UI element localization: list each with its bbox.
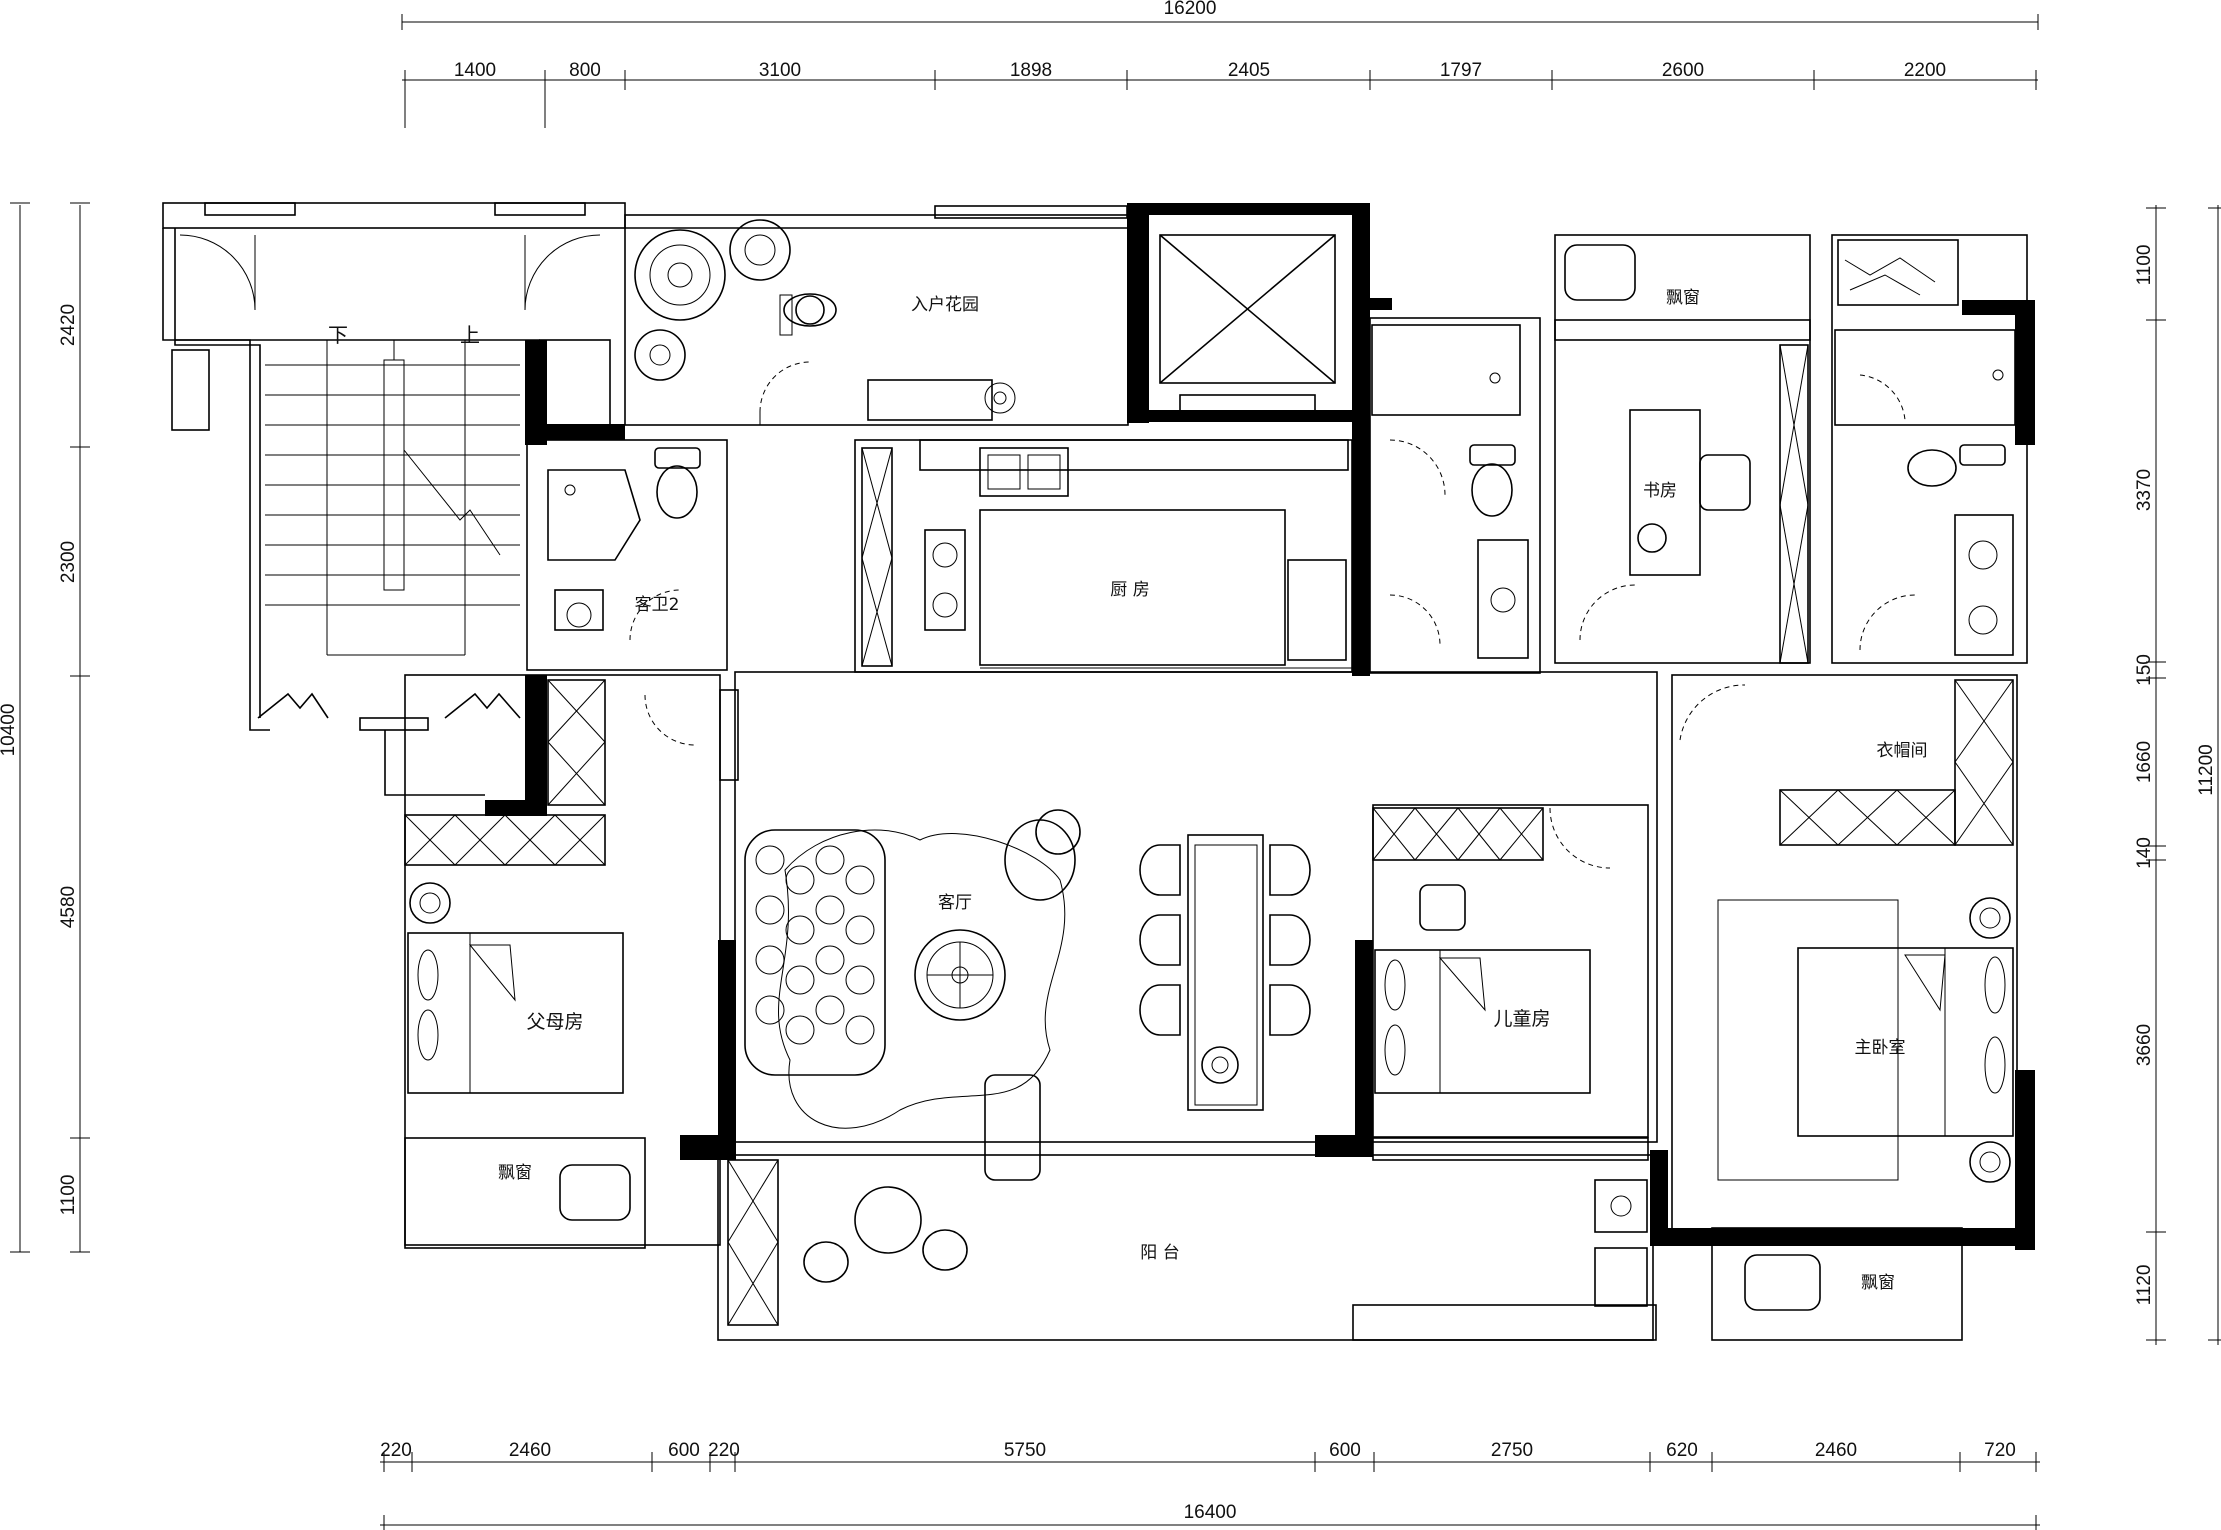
person-icon [779, 293, 837, 336]
stairwell [162, 202, 626, 796]
kitchen [854, 439, 1353, 673]
balcony [717, 1154, 1657, 1341]
right-total-dimension: 11200 [2196, 744, 2217, 795]
master-suite [1671, 674, 2018, 1341]
right-dim-2: 3370 [2134, 469, 2155, 511]
bottom-dim-2: 2460 [509, 1440, 551, 1461]
elevator-icon [1159, 234, 1336, 414]
bottom-dim-1: 220 [380, 1440, 412, 1461]
toilet-icon [1469, 444, 1516, 517]
right-dim-5: 140 [2134, 837, 2155, 869]
walls [485, 203, 2035, 1250]
bottom-total-dimension: 16400 [1184, 1502, 1237, 1523]
top-dim-1: 1400 [454, 60, 496, 81]
sink-icon [1477, 539, 1529, 659]
chair-icon [1419, 884, 1466, 931]
living-room [644, 671, 1658, 1181]
chair-icon [984, 1074, 1041, 1181]
left-dim-2: 2300 [58, 541, 79, 583]
plant-icon [984, 382, 1016, 414]
children-room-label: 儿童房 [1493, 1008, 1550, 1030]
top-dim-4: 1898 [1010, 60, 1052, 81]
bottom-dim-5: 5750 [1004, 1440, 1046, 1461]
right-dim-4: 1660 [2134, 741, 2155, 783]
right-dim-7: 1120 [2134, 1265, 2155, 1306]
stair-down-label: 下 [328, 323, 348, 347]
entry-garden-label: 入户花园 [911, 295, 979, 315]
right-dimension-lines [2146, 205, 2221, 1345]
sink-icon [554, 589, 604, 631]
left-dim-1: 2420 [58, 304, 79, 346]
top-total-dimension: 16200 [1164, 0, 1217, 19]
right-dim-3: 150 [2134, 654, 2155, 686]
cushion-icon [559, 1164, 631, 1221]
kitchen-label: 厨 房 [1110, 580, 1149, 600]
bottom-dim-6: 600 [1329, 1440, 1361, 1461]
study-label: 书房 [1643, 481, 1677, 501]
cushion-icon [1564, 244, 1636, 301]
children-room [1372, 804, 1649, 1161]
bed-icon [1374, 949, 1591, 1094]
guest-bathroom [526, 439, 728, 671]
tree-icon [634, 219, 791, 381]
master-bay-window-label: 飘窗 [1861, 1273, 1895, 1293]
top-dim-7: 2600 [1662, 60, 1704, 81]
guest-bath-label: 客卫2 [635, 595, 680, 615]
sofa-icon [744, 829, 886, 1076]
top-dim-6: 1797 [1440, 60, 1482, 81]
coffee-table-icon [914, 929, 1006, 1021]
top-dim-8: 2200 [1904, 60, 1946, 81]
parents-bay-window-label: 飘窗 [498, 1163, 532, 1183]
sink-icon [987, 454, 1061, 490]
balcony-label: 阳 台 [1140, 1243, 1179, 1263]
bottom-dim-4: 220 [708, 1440, 740, 1461]
top-dim-5: 2405 [1228, 60, 1270, 81]
stair-up-label: 上 [460, 323, 480, 347]
bottom-dim-7: 2750 [1491, 1440, 1533, 1461]
left-total-dimension: 10400 [0, 704, 19, 757]
bottom-dim-3: 600 [668, 1440, 700, 1461]
bed-icon [1797, 947, 2014, 1137]
study-bay-window-label: 飘窗 [1666, 288, 1700, 308]
top-dim-3: 3100 [759, 60, 801, 81]
chair-icon [1699, 454, 1751, 511]
study [1554, 234, 1811, 664]
cloakroom-label: 衣帽间 [1877, 741, 1928, 761]
living-room-label: 客厅 [938, 893, 972, 913]
bottom-dim-8: 620 [1666, 1440, 1698, 1461]
cushion-icon [1744, 1254, 1821, 1311]
parents-room [404, 674, 721, 1249]
dining-table-icon [1139, 834, 1311, 1111]
toilet-icon [654, 447, 701, 519]
parents-room-label: 父母房 [526, 1011, 583, 1033]
bottom-dim-9: 2460 [1815, 1440, 1857, 1461]
bathroom-1 [1369, 317, 1541, 674]
master-bathroom [1831, 234, 2028, 664]
top-dimension-lines [401, 14, 2039, 128]
left-dimension-lines [10, 202, 90, 1253]
right-dim-6: 3660 [2134, 1024, 2155, 1066]
washer-icon [1594, 1179, 1648, 1307]
left-dim-3: 4580 [58, 886, 79, 928]
bottom-dimension-lines [380, 1452, 2040, 1530]
bed-icon [407, 932, 624, 1094]
left-dim-4: 1100 [58, 1175, 79, 1216]
right-dim-1: 1100 [2134, 245, 2155, 286]
lounge-chair-icon [1004, 809, 1081, 901]
stove-icon [924, 529, 966, 631]
bistro-table-icon [803, 1186, 968, 1283]
master-bedroom-label: 主卧室 [1855, 1038, 1906, 1058]
toilet-icon [1907, 444, 2006, 487]
sink-icon [1954, 514, 2014, 656]
top-dim-2: 800 [569, 60, 601, 81]
bottom-dim-10: 720 [1984, 1440, 2016, 1461]
entry-garden [624, 205, 1129, 426]
rug-icon [778, 829, 1066, 1129]
